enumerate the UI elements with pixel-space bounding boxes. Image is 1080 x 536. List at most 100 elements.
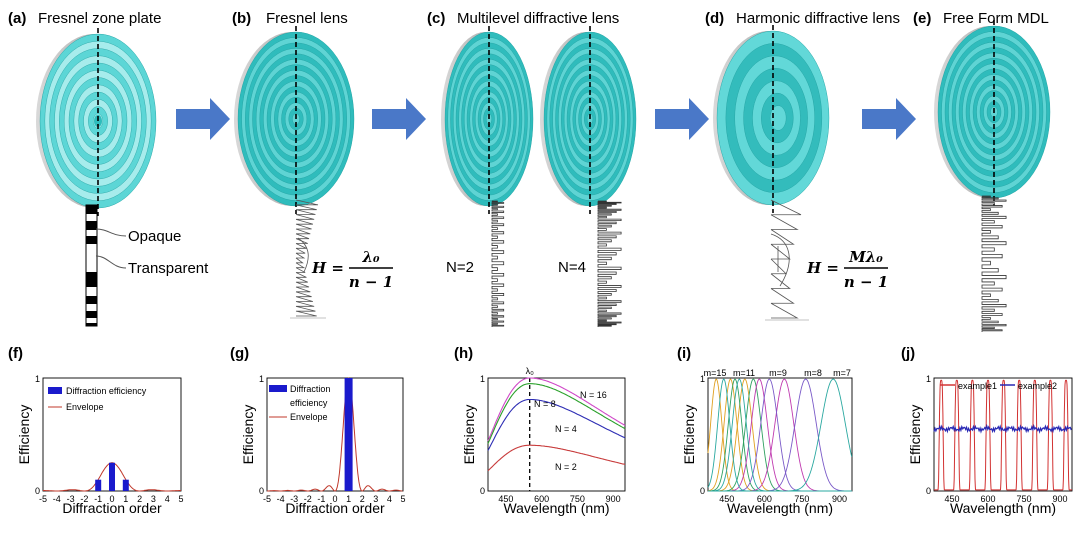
y-tick-label: 0 <box>35 486 40 496</box>
order-peak <box>708 378 852 492</box>
n4-label: N=4 <box>558 259 586 276</box>
x-tick-label: -2 <box>80 494 88 504</box>
x-tick-label: 0 <box>109 494 114 504</box>
equation-d: H = Mλ₀ n − 1 <box>806 248 888 291</box>
opaque-zone <box>86 296 97 304</box>
y-tick-label: 1 <box>926 374 931 384</box>
panel-f-letter: (f) <box>8 345 23 362</box>
panel-b-heading: Fresnel lens <box>266 10 348 27</box>
arrow-a-b <box>176 98 230 140</box>
profile-curve <box>297 237 309 273</box>
lambda0-label: λ₀ <box>526 366 535 376</box>
x-tick-label: 600 <box>980 494 995 504</box>
x-axis-label: Diffraction order <box>285 500 385 516</box>
opaque-label: Opaque <box>128 228 181 245</box>
series-label: N = 2 <box>555 462 577 472</box>
panel-a-letter: (a) <box>8 10 26 27</box>
transparent-leader <box>95 255 127 269</box>
series-line <box>487 398 626 451</box>
bar <box>95 479 102 491</box>
equation-b-den: n − 1 <box>349 273 393 291</box>
y-tick-label: 1 <box>700 374 705 384</box>
harmonic-lens-profile <box>765 199 809 321</box>
order-peak <box>708 378 853 492</box>
transparent-label: Transparent <box>128 260 209 277</box>
x-tick-label: 3 <box>151 494 156 504</box>
x-tick-label: 4 <box>165 494 170 504</box>
plot-frame <box>933 377 1073 492</box>
legend-label: efficiency <box>290 398 328 408</box>
order-peak <box>707 378 852 492</box>
legend-label: Diffraction <box>290 384 330 394</box>
panel-c-title: (c) Multilevel diffractive lens <box>427 10 619 27</box>
x-tick-label: 900 <box>832 494 847 504</box>
panel-i-letter: (i) <box>677 345 691 362</box>
order-peak <box>708 378 852 492</box>
n2-profile <box>491 200 505 327</box>
order-label: m=8 <box>804 368 822 378</box>
x-tick-label: 450 <box>498 494 513 504</box>
legend-bar-swatch <box>48 387 62 394</box>
order-label: m=15 <box>704 368 727 378</box>
multilevel-lens-n2 <box>441 26 534 214</box>
arrow-c-d <box>655 98 709 140</box>
order-peak <box>708 378 852 492</box>
x-tick-label: 450 <box>719 494 734 504</box>
harmonic-lens <box>713 25 830 213</box>
opaque-zone <box>86 311 97 318</box>
order-peak <box>708 378 852 492</box>
arrow-b-c <box>372 98 426 140</box>
y-tick-label: 0 <box>480 486 485 496</box>
n2-label: N=2 <box>446 259 474 276</box>
x-axis-label: Wavelength (nm) <box>503 500 609 516</box>
multilevel-lens-n4 <box>540 26 637 214</box>
x-tick-label: 0 <box>332 494 337 504</box>
panel-d-letter: (d) <box>705 10 724 27</box>
y-tick-label: 1 <box>35 374 40 384</box>
x-tick-label: 600 <box>534 494 549 504</box>
y-axis-label: Efficiency <box>240 405 256 465</box>
n4-profile <box>597 200 622 327</box>
legend-label: Envelope <box>290 412 328 422</box>
series-line <box>933 423 1072 434</box>
panel-a-heading: Fresnel zone plate <box>38 10 161 27</box>
x-tick-label: 750 <box>570 494 585 504</box>
panel-b-letter: (b) <box>232 10 251 27</box>
x-axis-label: Wavelength (nm) <box>727 500 833 516</box>
panel-e-letter: (e) <box>913 10 931 27</box>
opaque-zone <box>86 272 97 287</box>
y-axis-label: Efficiency <box>681 405 697 465</box>
lens-ring <box>769 105 787 131</box>
legend-label: example2 <box>1018 381 1057 391</box>
x-tick-label: 750 <box>794 494 809 504</box>
x-tick-label: -1 <box>94 494 102 504</box>
equation-d-den: n − 1 <box>844 273 888 291</box>
series-label: N = 16 <box>580 390 607 400</box>
x-tick-label: 1 <box>123 494 128 504</box>
series-label: N = 8 <box>534 399 556 409</box>
x-tick-label: -3 <box>67 494 75 504</box>
series-line <box>487 377 626 442</box>
legend-bar-swatch <box>269 385 287 392</box>
series-line <box>934 379 1072 491</box>
plot-frame <box>707 377 853 492</box>
y-axis-label: Efficiency <box>16 405 32 465</box>
panel-h-letter: (h) <box>454 345 473 362</box>
y-axis-label: Efficiency <box>461 405 477 465</box>
order-label: m=9 <box>769 368 787 378</box>
x-tick-label: -1 <box>317 494 325 504</box>
y-tick-label: 0 <box>926 486 931 496</box>
x-tick-label: 900 <box>606 494 621 504</box>
x-tick-label: -5 <box>39 494 47 504</box>
equation-b: H = λ₀ n − 1 <box>311 248 393 291</box>
legend-label: example1 <box>958 381 997 391</box>
equation-d-num: Mλ₀ <box>848 248 883 266</box>
fresnel-zone-plate-lens <box>36 28 157 216</box>
opaque-zone <box>86 323 97 326</box>
order-peak <box>707 378 852 492</box>
sawtooth <box>770 199 802 319</box>
